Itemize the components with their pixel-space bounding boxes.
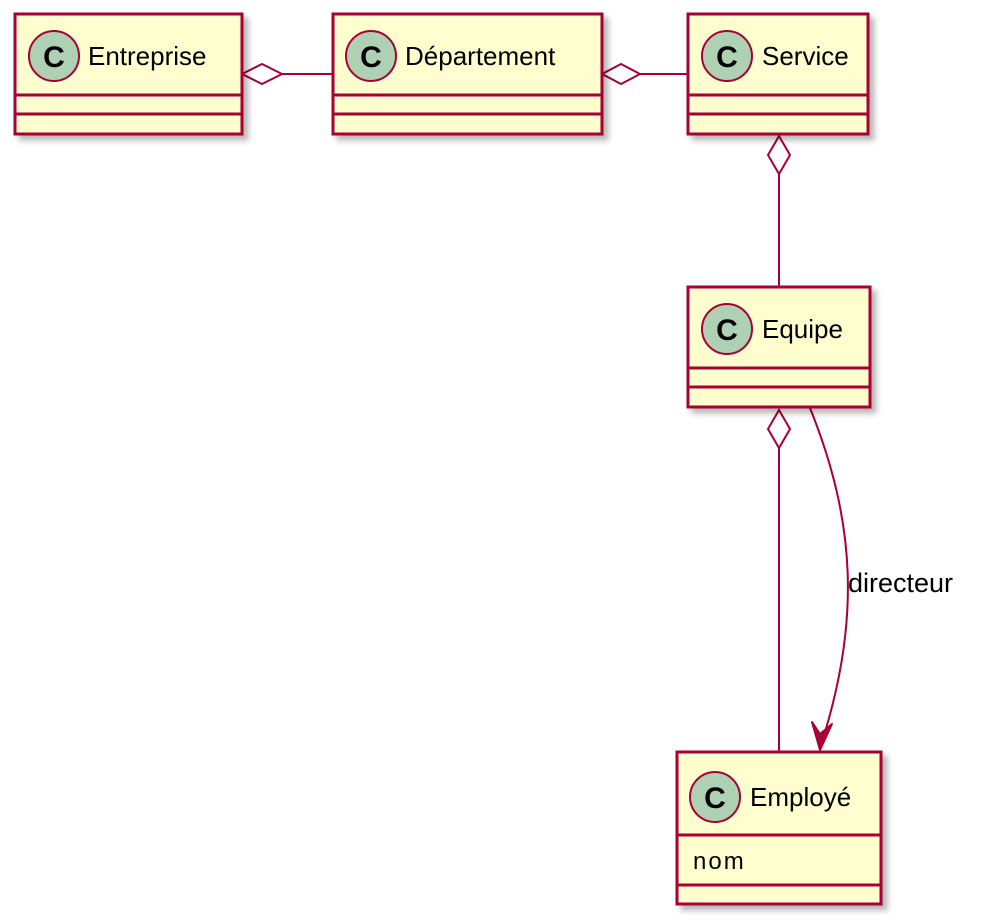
class-entreprise[interactable]: C Entreprise <box>13 12 244 136</box>
class-attribute: nom <box>693 848 746 875</box>
association-curve <box>809 407 849 749</box>
aggregation-diamond <box>239 62 285 86</box>
class-name: Equipe <box>762 314 843 344</box>
arrowhead <box>811 721 833 751</box>
class-icon-letter: C <box>360 41 382 74</box>
class-icon-letter: C <box>716 41 738 74</box>
class-icon <box>345 30 397 82</box>
aggregation-diamond <box>766 408 792 450</box>
class-icon-letter: C <box>716 314 738 347</box>
relation-entreprise-departement <box>239 62 333 86</box>
class-icon-letter: C <box>43 41 65 74</box>
class-name: Employé <box>750 782 851 812</box>
class-service[interactable]: C Service <box>686 12 870 136</box>
relation-departement-service <box>599 62 688 86</box>
class-icon <box>701 30 753 82</box>
relation-service-equipe <box>766 134 792 287</box>
aggregation-diamond <box>599 62 643 86</box>
class-icon <box>28 30 80 82</box>
relation-label-directeur: directeur <box>848 568 953 598</box>
class-name: Département <box>405 41 556 71</box>
class-name: Entreprise <box>88 41 207 71</box>
class-equipe[interactable]: C Equipe <box>686 285 872 409</box>
relation-equipe-employe <box>766 408 792 752</box>
class-name: Service <box>762 41 849 71</box>
class-icon <box>689 771 741 823</box>
relation-directeur: directeur <box>809 407 953 751</box>
class-icon <box>701 303 753 355</box>
class-icon-letter: C <box>704 782 726 815</box>
class-departement[interactable]: C Département <box>331 12 604 136</box>
aggregation-diamond <box>766 134 792 176</box>
class-employe[interactable]: C Employé nom <box>675 750 883 906</box>
